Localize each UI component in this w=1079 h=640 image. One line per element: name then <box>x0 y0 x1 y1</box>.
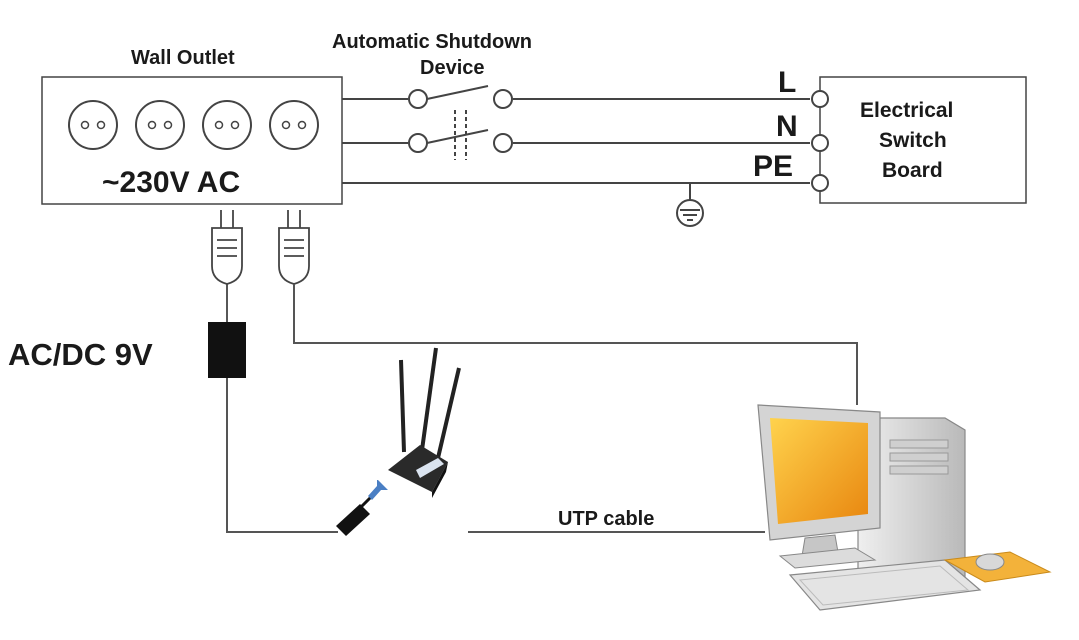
socket-icon <box>69 101 117 149</box>
voltage-label: ~230V AC <box>102 168 240 198</box>
board-label-line2: Switch <box>879 130 947 151</box>
plug-icon <box>212 210 242 322</box>
line-pe-label: PE <box>753 152 793 182</box>
shutdown-switch-icon <box>409 86 512 160</box>
socket-icon <box>136 101 184 149</box>
line-n-label: N <box>776 112 798 142</box>
ground-symbol-icon <box>677 183 703 226</box>
socket-icon <box>203 101 251 149</box>
shutdown-device-label-line2: Device <box>420 58 485 78</box>
dc-jack-icon <box>336 480 388 536</box>
router-icon <box>388 348 459 498</box>
plug-icon <box>279 210 309 284</box>
adapter-label: AC/DC 9V <box>8 339 153 370</box>
wall-outlet-label: Wall Outlet <box>131 48 235 68</box>
board-label-line3: Board <box>882 160 943 181</box>
board-label-line1: Electrical <box>860 100 953 121</box>
shutdown-device-label-line1: Automatic Shutdown <box>332 32 532 52</box>
utp-cable-label: UTP cable <box>558 509 654 529</box>
desktop-computer-icon <box>758 405 1050 610</box>
line-l-label: L <box>778 68 796 98</box>
adapter-block <box>208 322 246 378</box>
socket-icon <box>270 101 318 149</box>
